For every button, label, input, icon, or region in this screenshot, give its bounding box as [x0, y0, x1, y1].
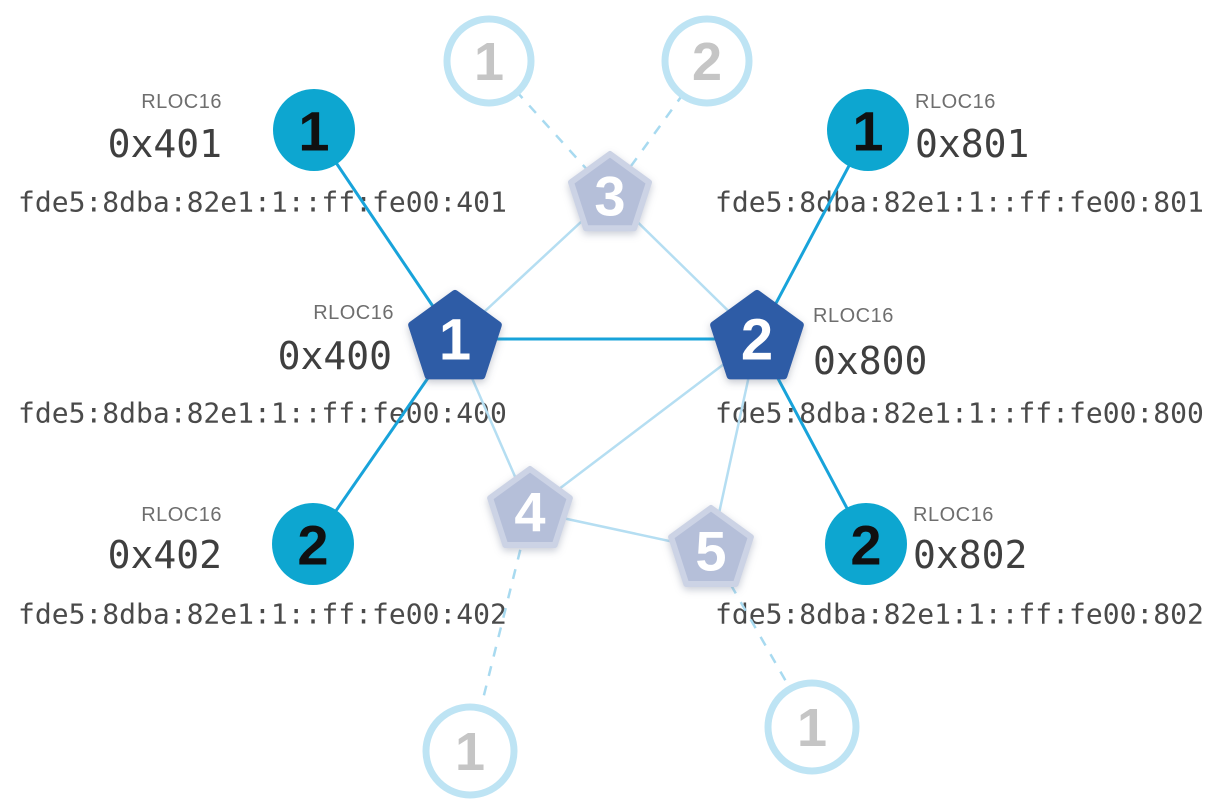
node-ghost-bottom-2[interactable]: 1 — [764, 679, 860, 775]
ipv6-402: fde5:8dba:82e1:1::ff:fe00:402 — [18, 598, 507, 631]
rloc-value-800: 0x800 — [813, 339, 927, 383]
node-child-401[interactable]: 1 — [273, 89, 355, 171]
node-number: 1 — [474, 32, 504, 92]
node-router-4[interactable]: 4 — [487, 466, 573, 548]
rloc-caption-401: RLOC16 — [141, 91, 222, 113]
ipv6-802: fde5:8dba:82e1:1::ff:fe00:802 — [715, 598, 1204, 631]
node-number: 1 — [852, 100, 883, 163]
node-router-5[interactable]: 5 — [668, 505, 754, 587]
ghost-node-circle-icon — [764, 679, 860, 775]
node-number: 4 — [514, 481, 545, 544]
ipv6-800: fde5:8dba:82e1:1::ff:fe00:800 — [715, 397, 1204, 430]
inactive-router-pentagon-icon — [668, 505, 754, 587]
link-child-401-router-1 — [312, 129, 457, 340]
node-number: 5 — [695, 520, 726, 583]
rloc-caption-801: RLOC16 — [915, 91, 996, 113]
inactive-router-pentagon-icon — [487, 466, 573, 548]
rloc-value-801: 0x801 — [915, 122, 1029, 166]
node-router-2[interactable]: 2 — [710, 290, 804, 380]
node-router-1[interactable]: 1 — [408, 290, 502, 380]
child-circle-icon — [827, 89, 909, 171]
rloc-caption-802: RLOC16 — [913, 504, 994, 526]
ipv6-400: fde5:8dba:82e1:1::ff:fe00:400 — [18, 397, 507, 430]
node-child-801[interactable]: 1 — [827, 89, 909, 171]
rloc-value-802: 0x802 — [913, 533, 1027, 577]
node-number: 1 — [455, 722, 485, 782]
node-number: 1 — [797, 698, 827, 758]
node-child-402[interactable]: 2 — [272, 503, 354, 585]
node-number: 2 — [741, 308, 773, 373]
ghost-node-circle-icon — [422, 703, 518, 799]
node-number: 3 — [594, 165, 625, 228]
node-ghost-top-1[interactable]: 1 — [443, 15, 535, 107]
rloc-value-402: 0x402 — [108, 533, 222, 577]
rloc-caption-800: RLOC16 — [813, 305, 894, 327]
child-circle-icon — [273, 89, 355, 171]
ghost-node-circle-icon — [443, 15, 535, 107]
ghost-node-circle-icon — [661, 15, 753, 107]
rloc-caption-400: RLOC16 — [313, 302, 394, 324]
node-router-3[interactable]: 3 — [568, 151, 652, 232]
ipv6-801: fde5:8dba:82e1:1::ff:fe00:801 — [715, 186, 1204, 219]
rloc-value-400: 0x400 — [278, 334, 392, 378]
node-layer: 1 2 3 4 5 1 2 1 2 1 2 1 1 — [272, 15, 909, 799]
router-pentagon-icon — [710, 290, 804, 380]
router-pentagon-icon — [408, 290, 502, 380]
label-layer: RLOC160x401fde5:8dba:82e1:1::ff:fe00:401… — [18, 91, 1204, 631]
node-ghost-top-2[interactable]: 2 — [661, 15, 753, 107]
child-circle-icon — [825, 503, 907, 585]
child-circle-icon — [272, 503, 354, 585]
inactive-router-pentagon-icon — [568, 151, 652, 232]
ipv6-401: fde5:8dba:82e1:1::ff:fe00:401 — [18, 186, 507, 219]
link-router-2-router-4 — [529, 338, 758, 512]
node-number: 2 — [692, 32, 722, 92]
node-number: 1 — [298, 100, 329, 163]
rloc-value-401: 0x401 — [108, 122, 222, 166]
node-ghost-bottom-1[interactable]: 1 — [422, 703, 518, 799]
node-child-802[interactable]: 2 — [825, 503, 907, 585]
rloc-caption-402: RLOC16 — [141, 504, 222, 526]
node-number: 2 — [850, 514, 881, 577]
node-number: 2 — [297, 514, 328, 577]
node-number: 1 — [439, 308, 471, 373]
